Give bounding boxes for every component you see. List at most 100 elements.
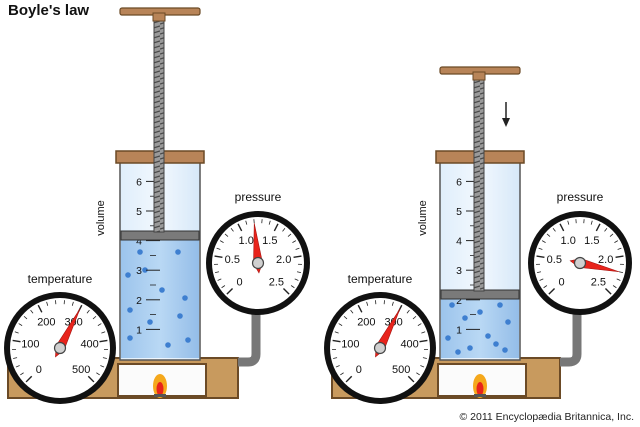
- gauge-minor-tick: [333, 357, 338, 359]
- gas-particle: [467, 345, 473, 351]
- gauge-minor-tick: [46, 301, 49, 306]
- gauge-major-tick: [99, 339, 108, 343]
- gauge-minor-tick: [71, 301, 74, 306]
- gauge-hub: [573, 256, 587, 270]
- gauge-minor-tick: [366, 301, 369, 306]
- gas-particle: [127, 335, 133, 341]
- gas-particle: [142, 267, 148, 273]
- gauge-scale-label: 0: [559, 276, 565, 288]
- right-temperature-label: temperature: [348, 272, 413, 286]
- gauge-scale-label: 100: [21, 338, 39, 350]
- left-flame-icon: [153, 374, 167, 398]
- gauge-scale-label: 0.5: [547, 254, 562, 266]
- gauge-major-tick: [332, 339, 341, 343]
- gas-particle: [455, 349, 461, 355]
- left-screw-rod: [153, 17, 165, 233]
- gauge-minor-tick: [538, 247, 543, 250]
- gauge-minor-tick: [97, 323, 102, 326]
- gas-particle: [497, 302, 503, 308]
- gauge-minor-tick: [292, 240, 297, 243]
- gas-particle: [445, 335, 451, 341]
- gauge-minor-tick: [391, 301, 394, 306]
- right-temperature-gauge: 0100200300400500: [324, 292, 436, 404]
- gauge-minor-tick: [214, 271, 220, 273]
- gauge-minor-tick: [216, 247, 221, 250]
- gauge-minor-tick: [296, 271, 302, 273]
- gauge-major-tick: [548, 287, 556, 295]
- gauge-minor-tick: [543, 285, 548, 289]
- gauge-major-tick: [273, 223, 279, 232]
- gauge-minor-tick: [295, 247, 300, 250]
- gauge-major-tick: [595, 223, 601, 232]
- gas-particle: [182, 295, 188, 301]
- gauge-major-tick: [282, 287, 290, 295]
- gas-particle: [147, 319, 153, 325]
- left-temperature-gauge: 0100200300400500: [4, 292, 116, 404]
- gauge-scale-label: 500: [392, 364, 410, 376]
- gauge-scale-label: 1.5: [584, 235, 599, 247]
- right-pressure-label: pressure: [557, 190, 604, 204]
- gauge-major-tick: [536, 255, 545, 259]
- volume-tick-label: 2: [136, 295, 142, 307]
- gauge-minor-tick: [609, 233, 614, 237]
- gas-particle: [125, 272, 131, 278]
- gauge-minor-tick: [290, 285, 295, 289]
- gas-particle: [127, 307, 133, 313]
- gas-particle: [159, 287, 165, 293]
- gauge-hub: [373, 341, 387, 355]
- gauge-major-tick: [214, 255, 223, 259]
- gas-particle: [175, 249, 181, 255]
- gauge-scale-label: 1.0: [561, 235, 576, 247]
- gauge-minor-tick: [604, 227, 608, 232]
- gas-particle: [165, 342, 171, 348]
- gauge-minor-tick: [30, 309, 34, 314]
- gas-particle: [449, 302, 455, 308]
- right-pressure-pipe: [560, 300, 582, 367]
- right-bubbles: [445, 302, 511, 355]
- gauge-minor-tick: [340, 372, 344, 376]
- gauge-minor-tick: [552, 227, 556, 232]
- gas-particle: [493, 341, 499, 347]
- gauge-hub: [53, 341, 67, 355]
- gauge-minor-tick: [539, 278, 544, 281]
- gauge-minor-tick: [18, 323, 23, 326]
- gauge-major-tick: [12, 339, 21, 343]
- gauge-scale-label: 100: [341, 338, 359, 350]
- left-bubbles: [125, 249, 191, 348]
- gauge-scale-label: 1.5: [262, 235, 277, 247]
- gauge-minor-tick: [567, 220, 570, 225]
- gauge-minor-tick: [616, 278, 621, 281]
- gauge-minor-tick: [614, 240, 619, 243]
- gauge-minor-tick: [221, 285, 226, 289]
- gauge-scale-label: 2.0: [598, 254, 613, 266]
- gauge-major-tick: [419, 339, 428, 343]
- gauge-minor-tick: [96, 372, 100, 376]
- gauge-scale-label: 0.5: [225, 254, 240, 266]
- gas-particle: [505, 319, 511, 325]
- gas-particle: [462, 315, 468, 321]
- gauge-minor-tick: [23, 315, 28, 320]
- gauge-major-tick: [25, 375, 33, 383]
- gauge-minor-tick: [15, 365, 20, 368]
- gauge-minor-tick: [245, 220, 248, 225]
- gauge-scale-label: 200: [357, 316, 375, 328]
- gauge-minor-tick: [217, 278, 222, 281]
- left-temperature-label: temperature: [28, 272, 93, 286]
- gas-particle: [177, 313, 183, 319]
- gauge-major-tick: [37, 304, 43, 313]
- gauge-minor-tick: [219, 240, 224, 243]
- gauge-major-tick: [226, 287, 234, 295]
- gauge-minor-tick: [617, 247, 622, 250]
- gauge-major-tick: [604, 287, 612, 295]
- volume-tick-label: 3: [456, 265, 462, 277]
- copyright-credit: © 2011 Encyclopædia Britannica, Inc.: [459, 411, 634, 423]
- volume-tick-label: 1: [456, 324, 462, 336]
- gauge-minor-tick: [13, 357, 18, 359]
- gauge-scale-label: 400: [80, 338, 98, 350]
- gauge-minor-tick: [412, 315, 417, 320]
- gauge-minor-tick: [287, 233, 292, 237]
- gauge-minor-tick: [230, 227, 234, 232]
